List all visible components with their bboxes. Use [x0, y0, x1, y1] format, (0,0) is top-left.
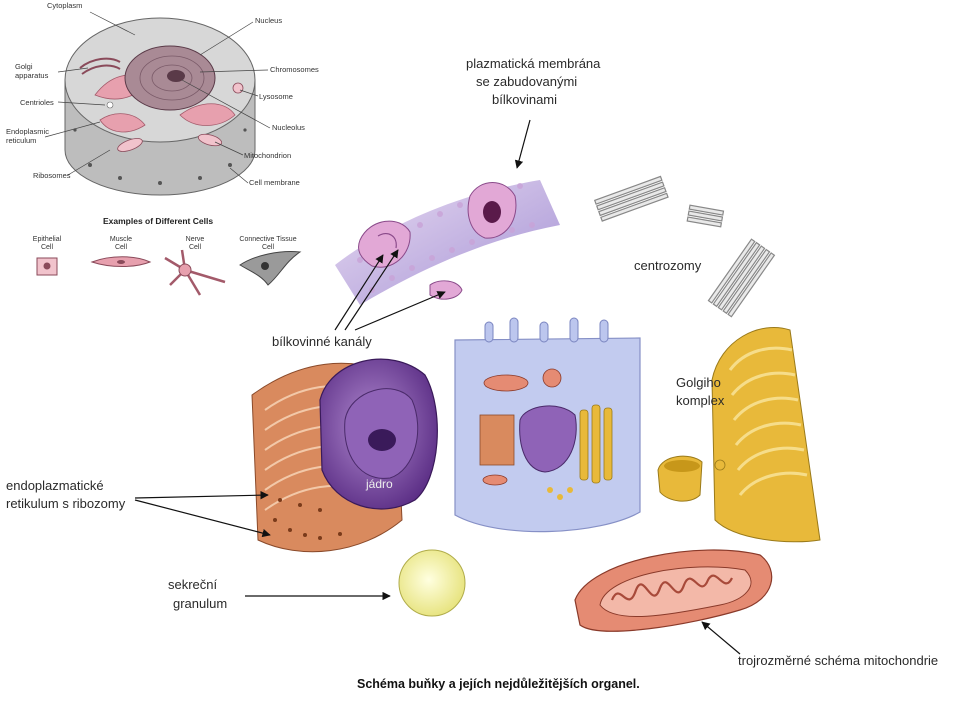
label-cell-membrane: Cell membrane [249, 178, 300, 187]
central-cell-illustration [454, 317, 641, 533]
label-golgi-line1: Golgi [15, 62, 33, 71]
examples-title: Examples of Different Cells [103, 216, 214, 226]
label-secretory-line2: granulum [173, 596, 228, 611]
example-muscle-cell [90, 256, 152, 267]
plasma-membrane-illustration [335, 180, 560, 305]
label-golgi-line2: apparatus [15, 71, 49, 80]
label-cytoplasm: Cytoplasm [47, 1, 83, 10]
nucleus-illustration [319, 358, 438, 510]
centrosome-illustration [593, 175, 776, 318]
main-diagram-arrows [134, 119, 741, 655]
label-plasma-membrane-line2: se zabudovanými [476, 74, 578, 89]
label-ribosomes: Ribosomes [33, 171, 71, 180]
label-chromosomes: Chromosomes [270, 65, 319, 74]
label-centrioles: Centrioles [20, 98, 54, 107]
label-er-line1: Endoplasmic [6, 127, 49, 136]
label-secretory-line1: sekreční [168, 577, 218, 592]
label-er-cz-line2: retikulum s ribozomy [6, 496, 126, 511]
label-er-line2: reticulum [6, 136, 37, 145]
example-connective-tissue-cell [239, 251, 302, 286]
figure-caption: Schéma buňky a jejích nejdůležitějších o… [357, 677, 640, 691]
example-label-epithelial: Epithelial Cell [32, 236, 62, 251]
label-lysosome: Lysosome [259, 92, 293, 101]
secretory-granule-illustration [398, 549, 466, 617]
example-epithelial-cell [36, 257, 58, 276]
example-label-nerve: Nerve Cell [185, 236, 205, 251]
label-nucleus-en: Nucleus [255, 16, 283, 25]
label-protein-channels: bílkovinné kanály [272, 334, 372, 349]
label-nucleus: jádro [366, 477, 393, 491]
label-er-cz-line1: endoplazmatické [6, 478, 104, 493]
label-golgi-line1: Golgiho [676, 375, 721, 390]
label-mitochondria: trojrozměrné schéma mitochondrie [738, 653, 939, 668]
small-cell-illustration [64, 17, 256, 196]
example-nerve-cell [164, 249, 226, 296]
label-golgi-line2: komplex [676, 393, 725, 408]
label-centrosomes: centrozomy [634, 258, 702, 273]
example-label-muscle: Muscle Cell [109, 236, 133, 251]
mitochondrion-illustration [574, 549, 773, 632]
label-nucleolus: Nucleolus [272, 123, 305, 132]
small-diagram-leader-lines [44, 11, 271, 184]
label-plasma-membrane-line3: bílkovinami [492, 92, 558, 107]
golgi-complex-illustration [657, 326, 821, 543]
example-label-connective: Connective Tissue Cell [239, 236, 297, 251]
label-mitochondrion: Mitochondrion [244, 151, 292, 160]
label-plasma-membrane-line1: plazmatická membrána [466, 56, 601, 71]
